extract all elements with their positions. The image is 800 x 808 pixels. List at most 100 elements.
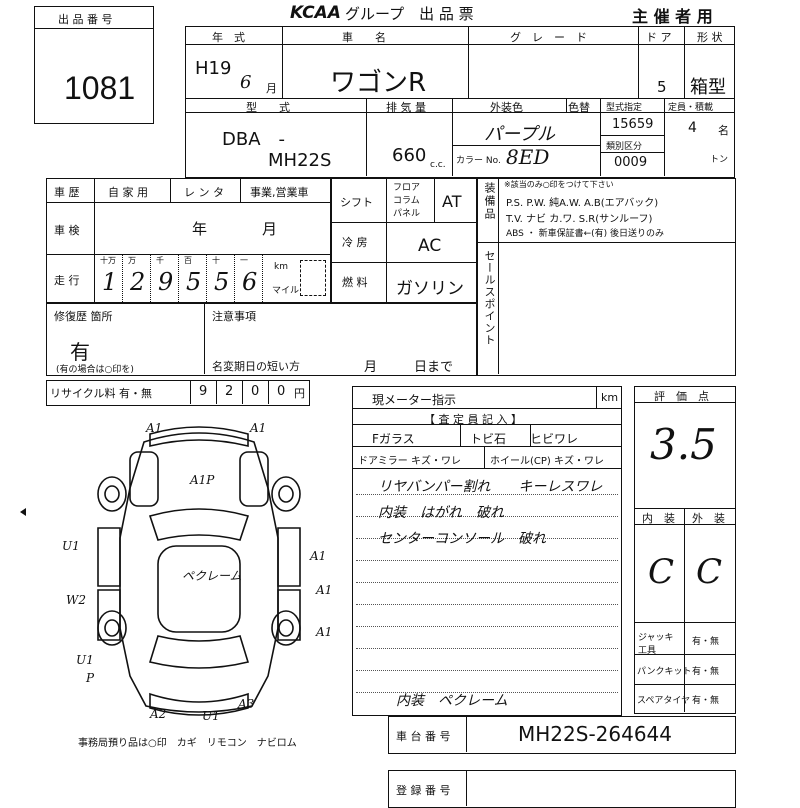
model-label: 型 式 bbox=[246, 101, 290, 114]
mark-center: ペクレーム bbox=[182, 569, 242, 583]
inspection-ruled-line bbox=[356, 692, 618, 693]
meter-unit: km bbox=[601, 391, 619, 404]
mileage-digit: 5 bbox=[186, 268, 202, 296]
inspection-table bbox=[352, 386, 622, 716]
car-body-outline bbox=[119, 432, 279, 713]
right-door-front bbox=[277, 527, 301, 587]
mark-rear-left: A2 bbox=[149, 707, 166, 721]
hood-right-panel bbox=[239, 451, 269, 507]
mileage-digit: 5 bbox=[214, 268, 230, 296]
equipment-row2[interactable]: T.V. ナビ カ.ワ. S.R(サンルーフ) bbox=[506, 214, 653, 225]
inspector-label: 【 査 定 員 記 入 】 bbox=[424, 413, 522, 426]
repair-label: 修復歴 箇所 bbox=[54, 310, 113, 323]
registration-label: 登 録 番 号 bbox=[396, 784, 451, 797]
mark-left-door: U1 bbox=[62, 539, 80, 553]
grade-label: グ レ ー ド bbox=[510, 31, 587, 44]
mileage-digit-cell bbox=[234, 254, 263, 302]
score-label: 評 価 点 bbox=[654, 390, 709, 403]
name-label: 車 名 bbox=[342, 31, 386, 44]
deadline-label: 名変期日の短い方 bbox=[212, 360, 300, 373]
recycle-label: リサイクル料 有・無 bbox=[50, 387, 152, 400]
wheel-rear-left bbox=[97, 610, 127, 646]
recycle-digit: 2 bbox=[225, 384, 234, 399]
wheel-front-left bbox=[97, 476, 127, 512]
displacement-label: 排 気 量 bbox=[386, 101, 426, 114]
exterior-value-grade: C bbox=[696, 552, 723, 592]
mark-right-wheel: A1 bbox=[315, 625, 332, 639]
equipment-row3[interactable]: ABS ・ 新車保証書←(有) 後日送りのみ bbox=[506, 229, 665, 239]
mileage-digit-cell bbox=[178, 254, 207, 302]
type-spec-value: 15659 bbox=[612, 117, 654, 132]
mileage-digit-header: 十万 bbox=[100, 256, 116, 265]
jack-option[interactable]: 有・無 bbox=[692, 637, 720, 647]
km-mile-box bbox=[300, 260, 326, 296]
deadline-day: 日まで bbox=[414, 360, 454, 375]
left-door-rear bbox=[97, 589, 121, 641]
mileage-digit-cell bbox=[122, 254, 151, 302]
chassis-table bbox=[388, 716, 736, 754]
history-private[interactable]: 自 家 用 bbox=[108, 186, 148, 199]
shift-column[interactable]: コラム bbox=[393, 196, 420, 206]
mileage-digit: 9 bbox=[158, 268, 174, 296]
right-door-rear bbox=[277, 589, 301, 641]
equipment-row1[interactable]: P.S. P.W. 純A.W. A.B(エアバック) bbox=[506, 198, 659, 209]
mirror-label[interactable]: ドアミラー キズ・ワレ bbox=[358, 456, 461, 467]
repair-value: 有 bbox=[70, 340, 90, 364]
shift-panel[interactable]: パネル bbox=[393, 209, 421, 219]
ton-unit: トン bbox=[710, 155, 729, 165]
notice-label: 注意事項 bbox=[212, 310, 256, 323]
mark-right-door: A1 bbox=[309, 549, 326, 563]
glass-label: Fガラス bbox=[372, 432, 415, 446]
color-change-label: 色替 bbox=[568, 101, 590, 114]
equipment-side-label: 装備品 bbox=[483, 182, 496, 221]
displacement-value: 660 bbox=[392, 145, 427, 166]
inspection-ruled-line bbox=[356, 648, 618, 649]
roof bbox=[157, 545, 241, 633]
history-commercial[interactable]: 事業,営業車 bbox=[250, 186, 309, 199]
spare-label: スペアタイヤ bbox=[637, 696, 691, 706]
type-spec-label: 型式指定 bbox=[606, 103, 643, 113]
rear-window bbox=[148, 635, 250, 669]
mark-front-right: A1 bbox=[249, 421, 266, 435]
name-value: ワゴンR bbox=[330, 68, 427, 98]
mileage-digit: 6 bbox=[242, 268, 258, 296]
spare-option[interactable]: 有・無 bbox=[692, 696, 720, 706]
shaken-month: 月 bbox=[262, 220, 278, 238]
lot-number-label: 出 品 番 号 bbox=[58, 13, 113, 26]
glass-options[interactable]: トビ石 ヒビワレ bbox=[470, 432, 579, 446]
chassis-value: MH22S-264644 bbox=[518, 722, 673, 746]
ac-label: 冷 房 bbox=[342, 236, 368, 249]
repair-table bbox=[46, 302, 478, 376]
shaken-label: 車 検 bbox=[54, 224, 80, 237]
wheel-label[interactable]: ホイール(CP) キズ・ワレ bbox=[490, 456, 604, 467]
shape-label: 形 状 bbox=[697, 31, 723, 44]
capacity-value: 4 bbox=[688, 120, 697, 136]
frame-note: 内装 ペクレーム bbox=[396, 693, 508, 709]
wheel-front-right bbox=[271, 476, 301, 512]
recycle-digit: 0 bbox=[251, 384, 260, 399]
mileage-digit-cell bbox=[94, 254, 123, 302]
repair-note: (有の場合は○印を) bbox=[56, 365, 134, 375]
score-table bbox=[634, 386, 736, 714]
mark-rear-right: A3 bbox=[237, 697, 255, 711]
inspection-note-3: センターコンソール 破れ bbox=[378, 531, 546, 547]
wheel-rear-right bbox=[271, 610, 301, 646]
year-label: 年 式 bbox=[212, 31, 245, 44]
inspection-ruled-line bbox=[356, 516, 618, 517]
shift-floor[interactable]: フロア bbox=[393, 183, 421, 193]
deadline-month: 月 bbox=[364, 360, 378, 375]
inspection-note-2: 内装 はがれ 破れ bbox=[378, 505, 504, 521]
puncture-option[interactable]: 有・無 bbox=[692, 667, 720, 677]
history-rental[interactable]: レ ン タ bbox=[184, 186, 224, 199]
model-value: MH22S bbox=[268, 150, 332, 171]
mileage-digit-header: 百 bbox=[184, 256, 192, 265]
mark-hood: A1P bbox=[189, 473, 215, 487]
hood-left-panel bbox=[129, 451, 159, 507]
color-no-label: カラー No. bbox=[456, 156, 501, 166]
month-value: 6 bbox=[240, 72, 252, 93]
front-bumper bbox=[149, 426, 249, 448]
score-value: 3.5 bbox=[650, 420, 717, 469]
jack-label: ジャッキ工具 bbox=[638, 633, 674, 656]
fuel-value: ガソリン bbox=[396, 279, 464, 299]
role-label: 主 催 者 用 bbox=[632, 7, 713, 26]
